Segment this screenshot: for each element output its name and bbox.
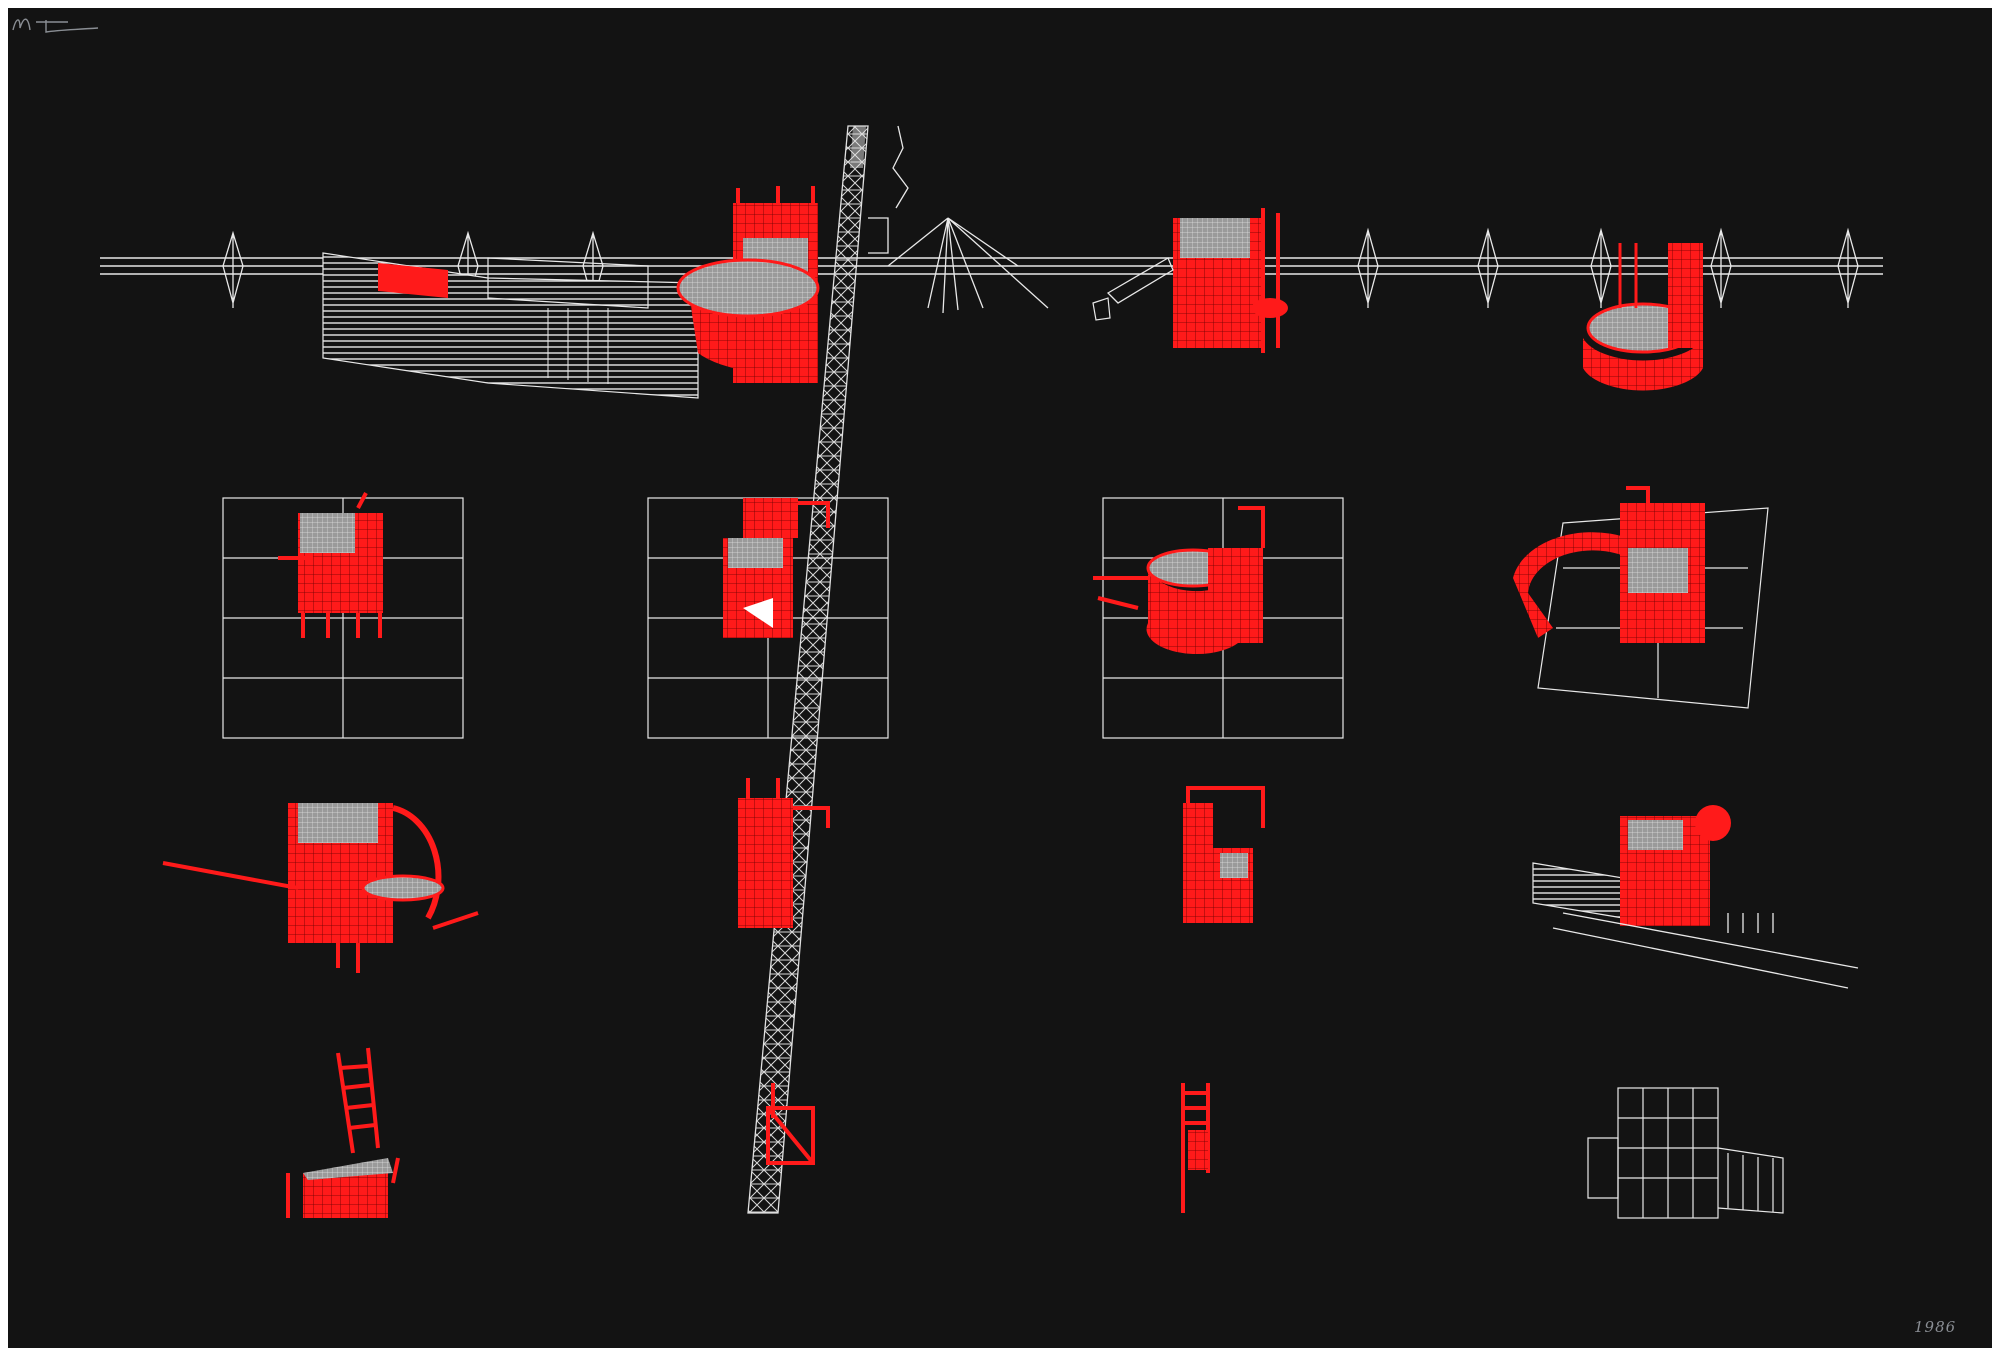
red-building-row4-2 <box>766 1083 815 1165</box>
bridge-trusses <box>222 217 1859 314</box>
red-building-row3-2 <box>738 778 830 928</box>
red-rotunda-top <box>676 186 820 383</box>
red-building-row4-1 <box>286 1047 400 1218</box>
architectural-drawing <box>100 125 1883 1219</box>
drawing-sheet: 1986 <box>8 8 1992 1348</box>
red-tower-top-center <box>1092 208 1288 353</box>
red-building-grid-2 <box>723 498 830 638</box>
red-building-row3-1 <box>162 803 479 973</box>
signature-date: 1986 <box>1914 1318 1957 1336</box>
red-building-row4-3 <box>1181 1083 1210 1213</box>
red-building-row3-4 <box>1532 805 1859 989</box>
white-frame-building <box>1587 1087 1784 1219</box>
artist-signature <box>12 18 99 33</box>
red-building-grid-1 <box>278 492 383 638</box>
red-building-grid-3 <box>1093 506 1265 655</box>
red-rotunda-top-right <box>1583 243 1703 391</box>
striped-building <box>322 252 699 399</box>
red-building-row3-3 <box>1183 786 1265 923</box>
red-building-grid-4 <box>1513 486 1705 643</box>
